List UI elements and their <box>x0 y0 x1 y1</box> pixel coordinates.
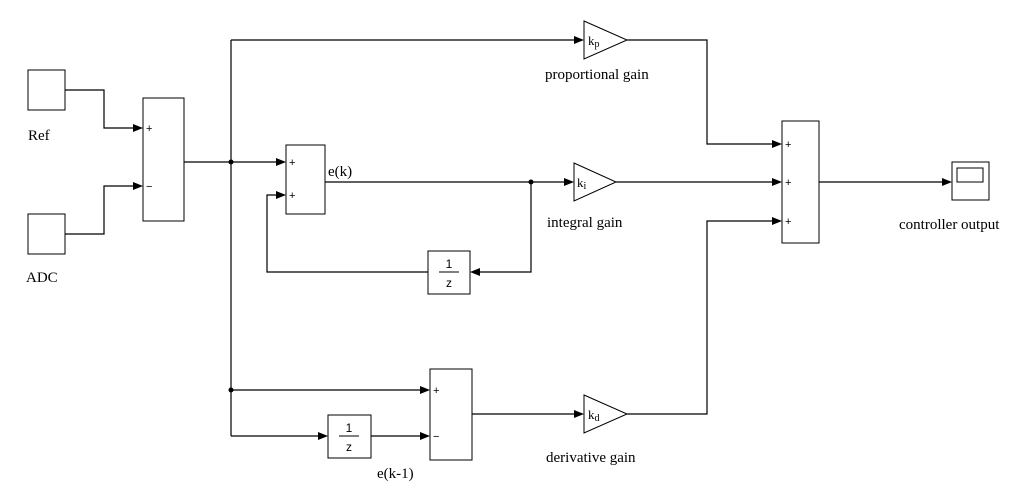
wire-int-feedback[interactable] <box>266 194 428 273</box>
sign-plus: + <box>785 216 791 228</box>
arrowhead <box>318 432 328 440</box>
integrator-sum-block[interactable]: + + <box>285 144 326 215</box>
kp-symbol: kp <box>588 33 600 50</box>
sign-plus: + <box>146 123 152 135</box>
arrowhead <box>574 36 584 44</box>
derivative-delay-block[interactable]: 1 z <box>327 414 372 459</box>
integral-gain-block[interactable]: ki <box>573 162 618 202</box>
scope-block[interactable] <box>951 161 990 201</box>
delay-denominator: z <box>346 440 352 454</box>
wire-kd-out[interactable] <box>627 220 774 415</box>
arrowhead <box>772 217 782 225</box>
controller-output-label: controller output <box>899 217 1000 233</box>
kd-symbol: kd <box>588 407 600 424</box>
arrowhead <box>574 410 584 418</box>
arrowhead <box>772 140 782 148</box>
arrowhead <box>420 386 430 394</box>
junction-dot <box>228 387 234 393</box>
sign-plus: + <box>289 157 295 169</box>
junction-dot <box>528 179 534 185</box>
arrowhead <box>133 182 143 190</box>
adc-label: ADC <box>26 270 58 286</box>
arrowhead <box>470 268 480 276</box>
wire-adc[interactable] <box>65 185 136 235</box>
sign-plus: + <box>289 190 295 202</box>
wire-ek-feedback[interactable] <box>478 182 532 273</box>
arrowhead <box>942 178 952 186</box>
proportional-gain-label: proportional gain <box>545 67 649 83</box>
sign-plus: + <box>785 177 791 189</box>
integrator-delay-block[interactable]: 1 z <box>427 250 471 295</box>
arrowhead <box>420 432 430 440</box>
arrowhead <box>133 124 143 132</box>
arrowhead <box>772 178 782 186</box>
output-sum-block[interactable]: + + + <box>781 120 820 244</box>
error-sum-block[interactable]: + − <box>142 97 185 222</box>
ki-symbol: ki <box>577 175 587 192</box>
scope-screen-icon <box>956 167 984 183</box>
ref-label: Ref <box>28 128 50 144</box>
signal-wires <box>65 39 944 437</box>
sign-minus: − <box>433 431 439 443</box>
ref-source-block[interactable] <box>27 69 66 111</box>
derivative-sum-block[interactable]: + − <box>429 368 473 461</box>
integral-gain-label: integral gain <box>547 215 623 231</box>
arrowhead <box>276 191 286 199</box>
proportional-gain-block[interactable]: kp <box>583 20 629 60</box>
wire-ref[interactable] <box>65 89 136 129</box>
ek1-label: e(k-1) <box>377 466 414 482</box>
derivative-gain-label: derivative gain <box>546 450 636 466</box>
delay-numerator: 1 <box>346 421 353 435</box>
sign-plus: + <box>785 139 791 151</box>
arrowheads <box>133 36 952 440</box>
ek-label: e(k) <box>328 164 352 180</box>
sign-plus: + <box>433 385 439 397</box>
arrowhead <box>564 178 574 186</box>
adc-source-block[interactable] <box>27 213 66 255</box>
delay-numerator: 1 <box>446 257 453 271</box>
wire-kp-out[interactable] <box>627 39 774 145</box>
junction-dots <box>228 159 534 393</box>
junction-dot <box>228 159 234 165</box>
delay-denominator: z <box>446 276 452 290</box>
arrowhead <box>276 158 286 166</box>
derivative-gain-block[interactable]: kd <box>583 394 629 434</box>
sign-minus: − <box>146 181 152 193</box>
